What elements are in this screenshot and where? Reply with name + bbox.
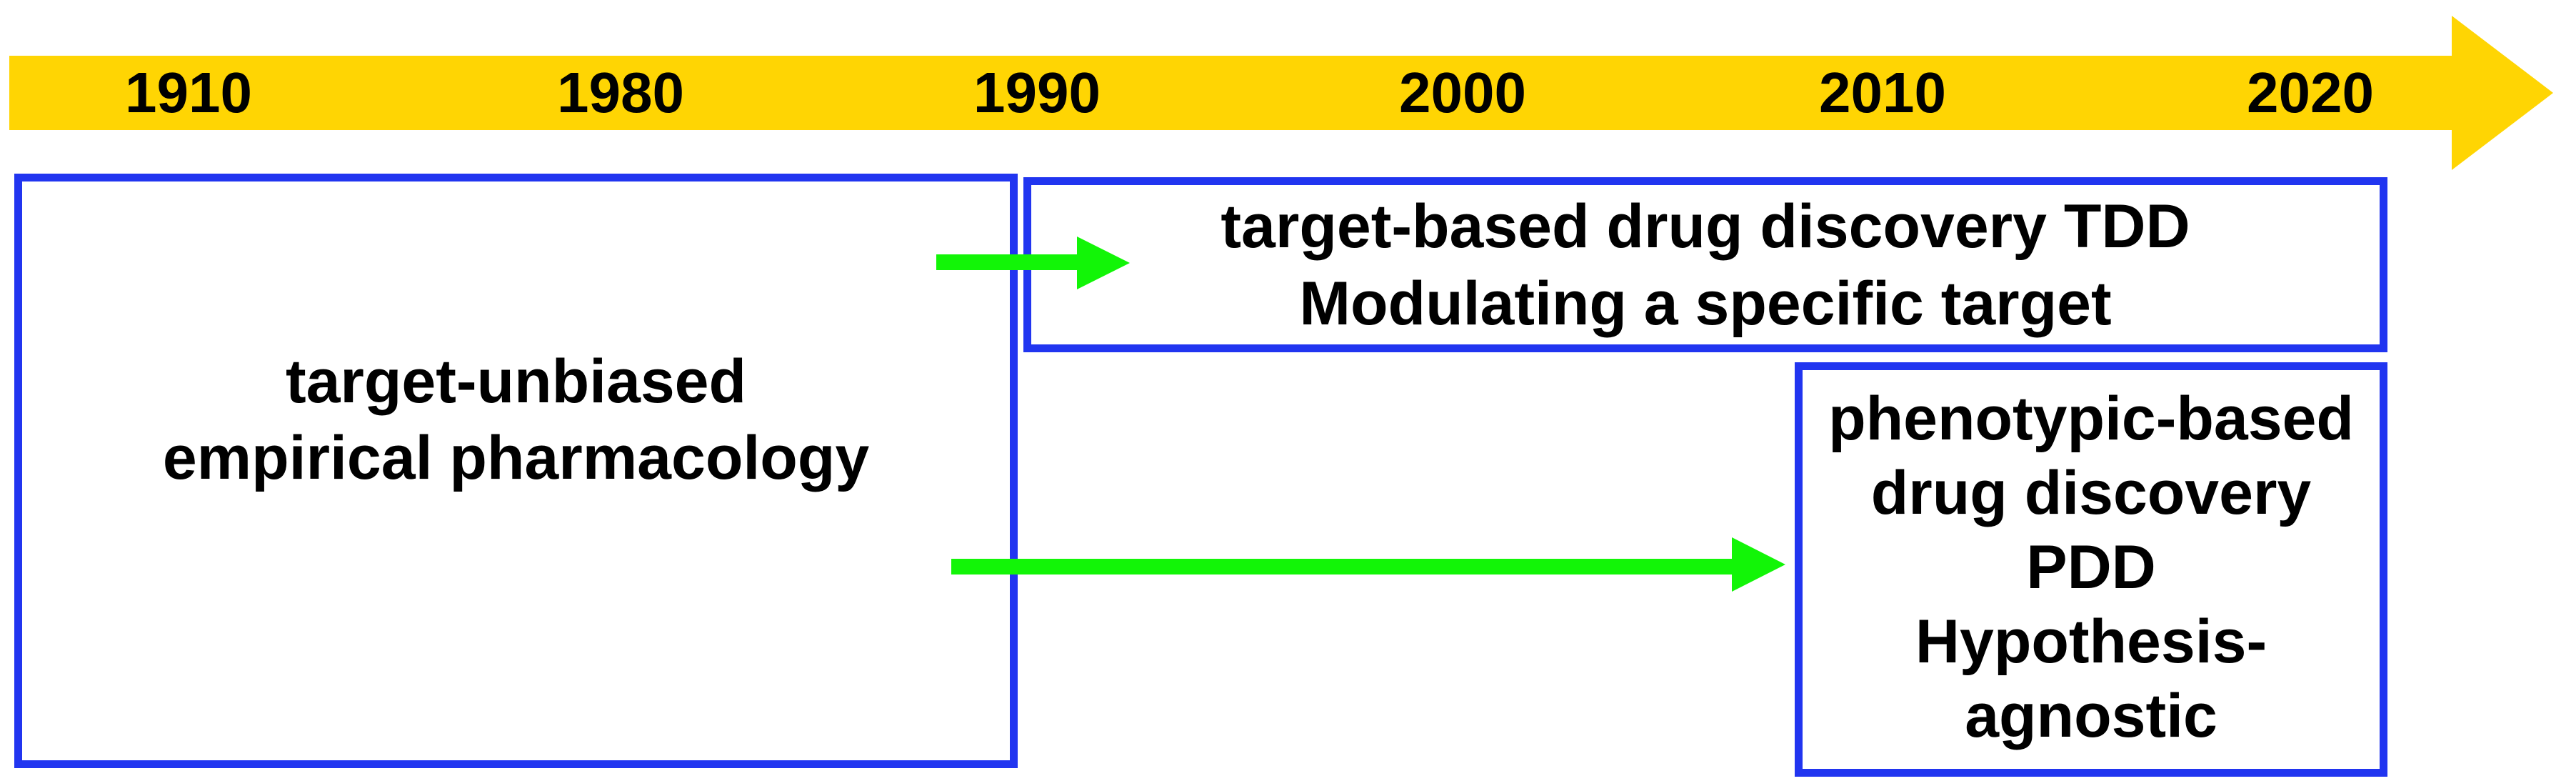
tdd-box-line-2: Modulating a specific target [1299,269,2112,338]
timeline-year-1990: 1990 [973,61,1101,124]
timeline-arrowhead-icon [2452,16,2553,170]
pdd-box-line-1: phenotypic-based [1828,384,2354,453]
empirical-box-line-1: target-unbiased [285,347,747,416]
timeline-year-1980: 1980 [557,61,684,124]
pdd-box: phenotypic-based drug discovery PDD Hypo… [1795,362,2387,777]
pdd-box-line-3: PDD [2026,533,2156,602]
timeline-year-2020: 2020 [2247,61,2374,124]
pdd-box-line-4: Hypothesis- [1915,607,2267,676]
green-arrow-to-tdd-shaft [936,254,1077,270]
timeline-year-2010: 2010 [1819,61,1946,124]
empirical-pharmacology-box: target-unbiased empirical pharmacology [14,174,1018,768]
pdd-box-line-5: agnostic [1965,682,2217,750]
pdd-box-line-2: drug discovery [1870,459,2312,527]
green-arrow-to-tdd-arrowhead-icon [1077,237,1130,289]
timeline-year-2000: 2000 [1399,61,1526,124]
timeline-year-1910: 1910 [125,61,252,124]
tdd-box: target-based drug discovery TDD Modulati… [1023,177,2387,352]
green-arrow-to-pdd-arrowhead-icon [1732,537,1785,592]
tdd-box-line-1: target-based drug discovery TDD [1221,191,2190,261]
green-arrow-to-pdd-shaft [951,559,1732,574]
empirical-box-line-2: empirical pharmacology [162,424,870,492]
timeline-bar [9,56,2452,130]
